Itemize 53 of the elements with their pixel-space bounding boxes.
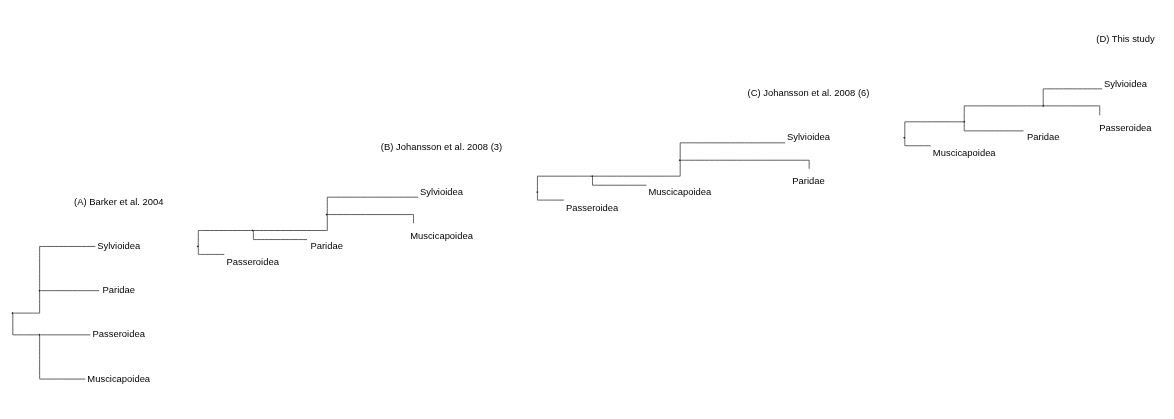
node-point [38,289,41,292]
label: (D) This study [1096,33,1155,45]
connector [40,334,91,336]
connector [253,230,308,240]
node-point [325,213,328,216]
node-text: Sylvioidea [97,239,141,251]
node-point [38,333,41,336]
connector [679,142,786,161]
node-point [963,120,966,123]
connector [12,313,40,336]
node-text: Sylvioidea [420,185,463,197]
node-point [536,191,539,193]
node-text: Muscicapoidea [932,147,996,159]
connector [537,175,592,192]
connector [326,196,419,215]
connector [592,160,681,177]
node-point [1042,105,1045,107]
node-text: Passeroidea [226,255,279,267]
connector [12,290,40,314]
connector [253,214,328,231]
node-text: Paridae [792,175,825,187]
node-text: Muscicapoidea [410,229,473,241]
connector [40,290,100,292]
node-point [251,229,254,232]
node-point [679,159,681,162]
node-text: Muscicapoidea [648,185,712,197]
connector [39,246,96,291]
node-text: Sylvioidea [1104,77,1147,89]
node-point [11,312,14,314]
connector [1042,88,1103,106]
connector [963,105,1043,122]
connector [197,246,225,255]
connector [592,176,647,186]
node-point [903,136,906,139]
connector [963,122,1024,132]
node-text: Muscicapoidea [87,372,151,384]
connector [904,137,932,147]
node-point [591,175,594,178]
label: (A) Barker et al. 2004 [74,195,164,207]
node-text: Passeroidea [92,328,145,340]
node-text: Paridae [102,284,135,296]
node-text: Passeroidea [1099,121,1152,133]
node-text: Paridae [310,239,343,251]
label: (C) Johansson et al. 2008 (6) [747,87,870,99]
label: (B) Johansson et al. 2008 (3) [380,141,503,153]
node-text: Passeroidea [566,201,619,213]
connector [904,121,964,139]
node-text: Paridae [1027,131,1060,143]
node-point [197,245,199,248]
connector [39,335,86,380]
connector [197,230,253,247]
connector [537,192,565,201]
node-text: Sylvioidea [787,131,830,143]
